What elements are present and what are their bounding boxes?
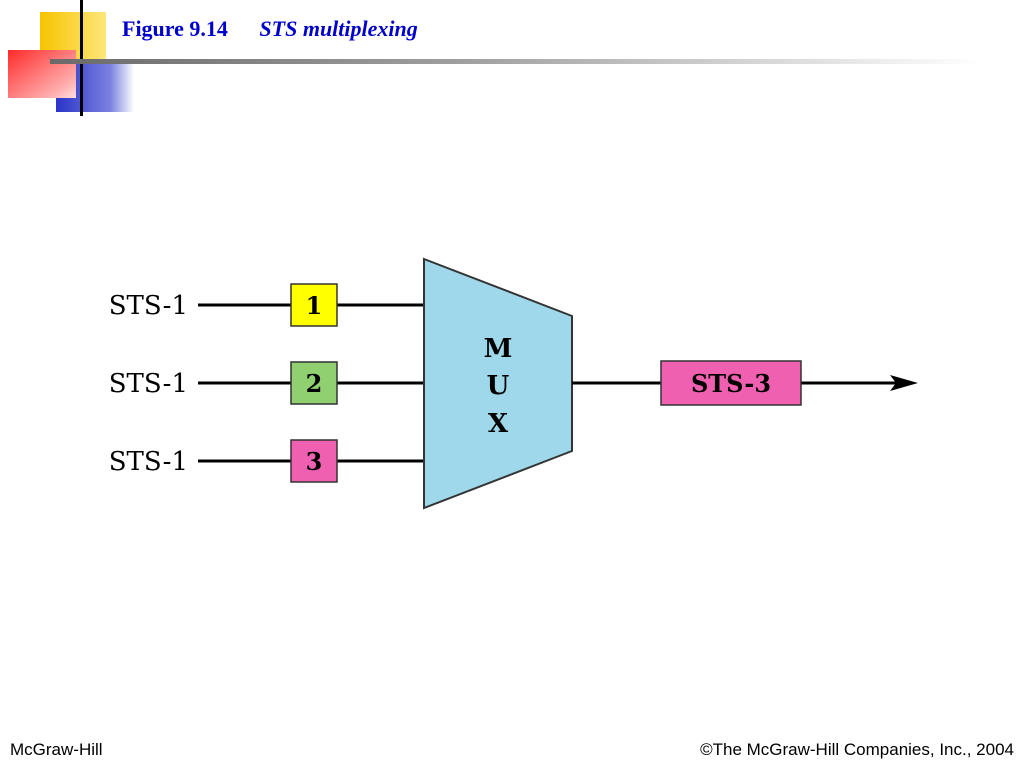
- page-title: Figure 9.14 STS multiplexing: [122, 16, 418, 42]
- input-label-2: STS-1: [109, 369, 188, 399]
- mux-letter-x: X: [488, 409, 509, 439]
- footer-copyright: ©The McGraw-Hill Companies, Inc., 2004: [700, 740, 1014, 759]
- mux-letter-m: M: [484, 334, 513, 364]
- frame-number-3: 3: [306, 447, 323, 476]
- decor-red-block: [8, 50, 76, 98]
- input-label-3: STS-1: [109, 447, 188, 477]
- output-arrowhead: [890, 375, 918, 391]
- mux-block: [423, 257, 573, 510]
- frame-box-1: [290, 283, 338, 327]
- figure-number: Figure 9.14: [122, 16, 228, 41]
- title-rule: [50, 59, 980, 64]
- footer-publisher: McGraw-Hill: [10, 740, 103, 759]
- output-label: STS-3: [691, 369, 771, 398]
- input-label-1: STS-1: [109, 291, 188, 321]
- frame-number-2: 2: [306, 369, 323, 398]
- decor-vertical-line: [80, 0, 83, 116]
- figure-caption: STS multiplexing: [259, 16, 418, 41]
- mux-letter-u: U: [487, 371, 510, 401]
- frame-box-3: [290, 439, 338, 483]
- frame-number-1: 1: [306, 291, 323, 320]
- output-frame-box: [660, 360, 802, 406]
- frame-box-2: [290, 361, 338, 405]
